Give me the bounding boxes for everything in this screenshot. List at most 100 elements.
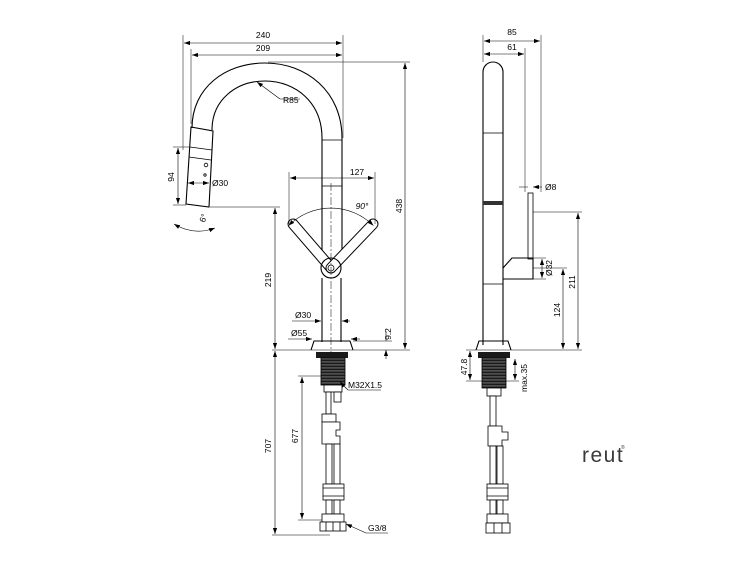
dim-shank-length: 47.8	[459, 351, 482, 382]
side-base-flange	[475, 340, 512, 351]
label-handle-offset: 61	[507, 42, 517, 52]
handle-arm-left	[288, 219, 336, 273]
side-hose-nut-lines	[487, 487, 508, 497]
side-view: 85 61 Ø8 Ø32	[459, 27, 582, 534]
spray-head	[185, 126, 214, 208]
spout-outer-curve	[191, 62, 343, 139]
hose-left	[325, 443, 333, 485]
handle-arm-right	[326, 219, 378, 273]
side-shank-end	[486, 387, 502, 397]
side-hose-connector	[487, 425, 509, 447]
dim-max-deck-thickness: max.35	[506, 359, 529, 392]
label-spray-head-length: 94	[166, 172, 176, 182]
label-handle-span: 127	[350, 167, 364, 177]
hex-nut-faces	[325, 522, 341, 531]
dim-lever-diameter: Ø8	[519, 182, 557, 192]
dim-base-height: 9.2	[353, 328, 393, 359]
side-hose-hex-nut	[485, 522, 511, 534]
label-base-height: 9.2	[383, 328, 393, 340]
trademark-mark: ®	[621, 444, 625, 451]
side-hose-left-lower	[489, 499, 497, 515]
faucet-body	[310, 183, 354, 352]
shank-end	[323, 384, 343, 393]
dim-base-diameter: Ø55	[288, 328, 360, 342]
body-column	[321, 278, 342, 342]
logo-text: reut	[582, 444, 624, 467]
handle-side	[502, 192, 534, 280]
side-threaded-shank	[481, 357, 507, 389]
label-outlet-height: 219	[263, 273, 273, 287]
dim-body-diameter: Ø30	[292, 310, 350, 324]
dim-outlet-height: 219	[210, 206, 280, 349]
dim-spout-reach: 209	[190, 43, 342, 124]
hose-connector	[321, 421, 341, 445]
label-spout-reach: 209	[256, 43, 270, 53]
label-overall-depth: 85	[507, 27, 517, 37]
mounting-nut	[316, 352, 348, 358]
spray-head-bands	[188, 146, 213, 161]
hose-left-top	[325, 391, 332, 415]
dim-bend-radius: R85	[256, 81, 300, 105]
dim-handle-span: 127	[288, 167, 376, 224]
angle-arc	[288, 207, 374, 226]
spout-joints	[322, 139, 342, 187]
spout-inner-curve	[211, 80, 323, 139]
label-spray-head-diameter: Ø30	[212, 178, 228, 188]
callout-hose-connection: G3/8	[345, 523, 388, 534]
side-hex-nut-faces	[493, 523, 503, 533]
side-hose-end-fitting	[486, 513, 509, 524]
label-handle-angle: 90°	[356, 201, 369, 211]
extension-lines	[182, 35, 344, 150]
dim-spray-head-angle: 6°	[173, 212, 216, 233]
brand-logo: reut ®	[582, 444, 625, 467]
label-lever-height: 211	[567, 275, 577, 289]
front-view: 240 209 R85	[166, 30, 410, 536]
gooseneck-spout	[191, 62, 343, 258]
hose-nut-lines	[323, 487, 344, 497]
hose-right-top	[333, 391, 342, 403]
dim-knob-height: 124	[533, 267, 567, 349]
dim-hose-total-length: 707	[263, 351, 330, 536]
label-hose-length: 677	[290, 429, 300, 443]
side-hose-nut	[486, 483, 509, 501]
side-tube	[482, 61, 504, 345]
callout-thread: M32X1.5	[339, 380, 382, 391]
dim-knob-diameter: Ø32	[533, 257, 554, 280]
dim-overall-depth: 85	[482, 27, 542, 192]
handle-front	[287, 218, 379, 279]
leader-line	[256, 81, 281, 100]
angle-arc	[173, 223, 216, 233]
label-knob-height: 124	[552, 303, 562, 317]
label-shank-length: 47.8	[459, 358, 469, 375]
spray-button-icon	[203, 162, 209, 168]
dim-lever-height: 211	[533, 211, 582, 349]
hose-right-lower	[333, 499, 341, 515]
label-thread-spec: M32X1.5	[348, 380, 382, 390]
dim-overall-height: 438	[268, 61, 410, 349]
dim-hose-length: 677	[290, 375, 322, 521]
label-hose-connection: G3/8	[368, 523, 387, 533]
side-hose-left	[489, 445, 497, 485]
label-bend-radius: R85	[283, 95, 299, 105]
side-hose-right	[496, 445, 504, 485]
leader-line	[339, 381, 349, 391]
handle-knob	[502, 257, 534, 280]
lever-rod	[527, 192, 534, 260]
hose-right	[333, 443, 341, 485]
extension-lines	[482, 35, 542, 192]
dim-spray-head-length: 94	[166, 146, 189, 206]
extension-lines	[298, 375, 322, 521]
faucet-side-body	[475, 61, 512, 351]
label-overall-height: 438	[394, 199, 404, 213]
side-tube-joints	[483, 132, 503, 285]
hose-end-fitting	[321, 513, 345, 523]
label-max-deck-thickness: max.35	[519, 364, 529, 392]
dim-handle-angle: 90°	[288, 201, 374, 226]
side-hose-top	[489, 395, 497, 427]
spray-head-body	[185, 126, 214, 208]
label-body-diameter: Ø30	[295, 310, 311, 320]
hose-assembly-front	[316, 352, 348, 532]
extension-lines	[533, 257, 546, 280]
spray-button-icon	[203, 173, 207, 177]
